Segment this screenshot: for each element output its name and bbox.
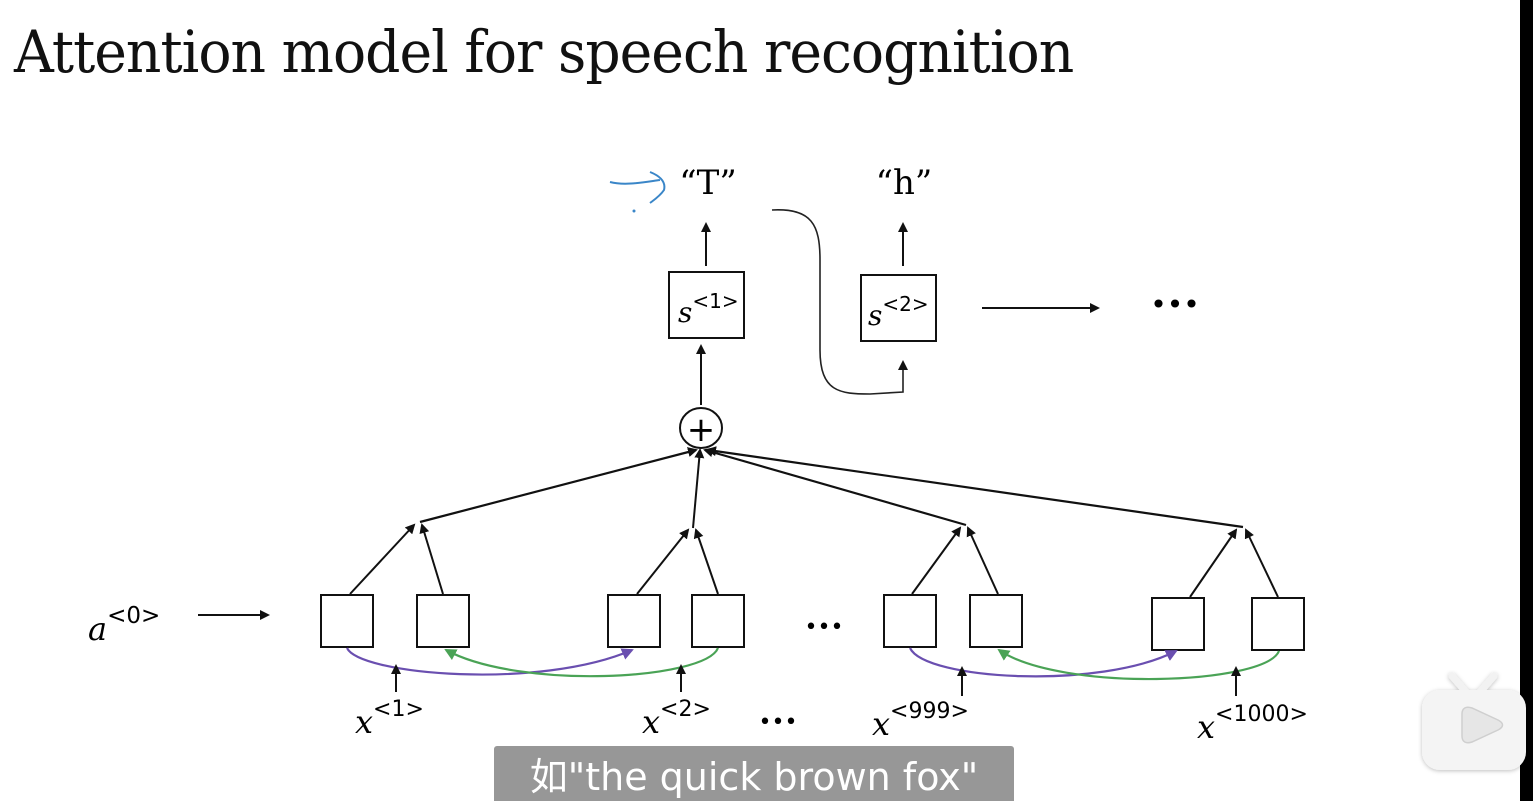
encoder-forward-cell-999 — [883, 594, 937, 648]
encoder-join-edges — [349, 523, 1279, 598]
encoder-backward-cell-1 — [416, 594, 470, 648]
decoder-state-box-1 — [668, 271, 745, 339]
input-label-1: x<1> — [355, 697, 424, 741]
output-label-1: “T” — [679, 163, 736, 203]
encoder-forward-cell-1000 — [1151, 597, 1205, 651]
encoder-forward-cell-2 — [607, 594, 661, 648]
output-label-2: “h” — [876, 163, 933, 203]
input-ellipsis: ••• — [759, 710, 798, 735]
bilibili-tv-play-icon — [1422, 672, 1526, 770]
backward-arc-1 — [444, 647, 720, 678]
input-arrows — [391, 664, 1241, 696]
encoder-ellipsis: ••• — [805, 615, 844, 640]
decoder-state-label-2: s<2> — [868, 292, 929, 332]
attention-edges — [419, 446, 1244, 529]
input-label-1000: x<1000> — [1197, 702, 1308, 746]
handwritten-pointer-icon — [609, 171, 666, 213]
bilibili-play-button[interactable] — [1418, 670, 1528, 776]
forward-arc-1 — [346, 647, 634, 676]
decoder-state-label-1: s<1> — [678, 289, 739, 329]
encoder-backward-cell-2 — [691, 594, 745, 648]
input-label-999: x<999> — [872, 699, 969, 743]
decoder-ellipsis: ••• — [1150, 288, 1200, 321]
subtitle-caption: 如"the quick brown fox" — [494, 746, 1014, 801]
bidirectional-arcs — [346, 647, 1281, 681]
encoder-cells — [320, 594, 1305, 651]
decoder-state-box-2 — [860, 274, 937, 342]
player-side-bar — [1520, 0, 1533, 801]
input-label-2: x<2> — [642, 697, 711, 741]
encoder-backward-cell-999 — [969, 594, 1023, 648]
backward-arc-2 — [997, 648, 1281, 681]
sum-node — [679, 407, 723, 449]
feedback-curve-arrow — [771, 209, 908, 395]
encoder-backward-cell-1000 — [1251, 597, 1305, 651]
slide-title: Attention model for speech recognition — [14, 18, 1074, 86]
initial-activation-label: a<0> — [88, 603, 160, 648]
forward-arc-2 — [909, 647, 1178, 678]
encoder-forward-cell-1 — [320, 594, 374, 648]
sum-node-symbol: + — [687, 410, 716, 450]
